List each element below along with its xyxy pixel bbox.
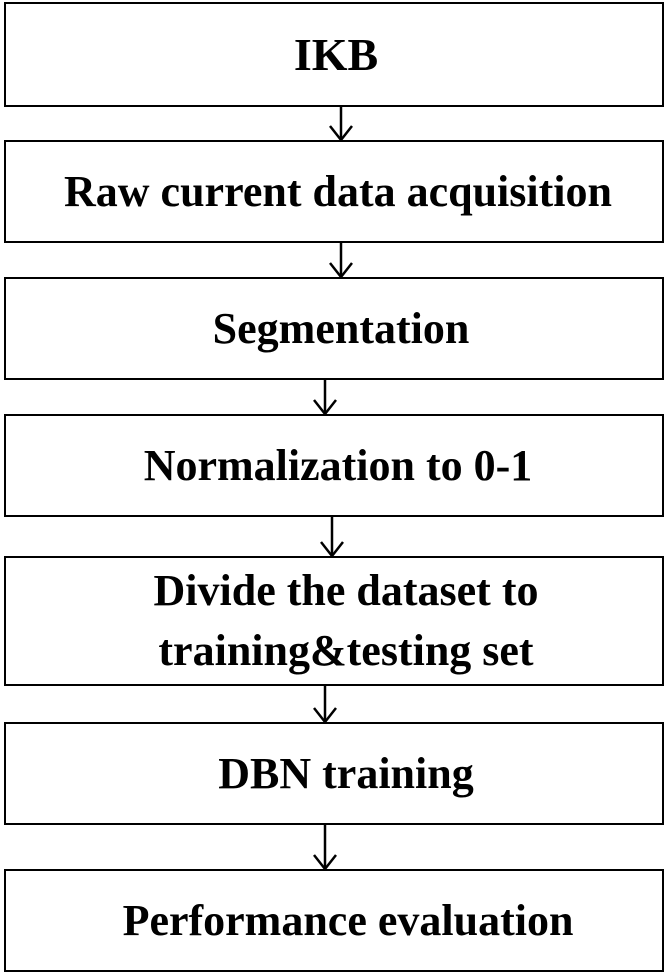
step-dbn-training-label: DBN training bbox=[218, 749, 474, 798]
arrow-3-to-4 bbox=[313, 380, 337, 417]
step-normalization-label: Normalization to 0-1 bbox=[143, 441, 533, 490]
step-ikb: IKB bbox=[4, 2, 664, 107]
step-divide-dataset: Divide the dataset to training&testing s… bbox=[4, 556, 664, 686]
step-divide-dataset-label-line-1: Divide the dataset to bbox=[153, 566, 539, 615]
step-raw-current-data-acquisition-label: Raw current data acquisition bbox=[64, 167, 612, 216]
step-dbn-training: DBN training bbox=[4, 722, 664, 825]
arrow-5-to-6 bbox=[313, 686, 337, 725]
step-normalization: Normalization to 0-1 bbox=[4, 414, 664, 517]
step-segmentation: Segmentation bbox=[4, 277, 664, 380]
step-segmentation-label: Segmentation bbox=[212, 304, 470, 353]
step-performance-evaluation-label: Performance evaluation bbox=[122, 896, 574, 945]
arrow-2-to-3 bbox=[329, 243, 353, 280]
arrow-6-to-7 bbox=[313, 825, 337, 872]
arrow-1-to-2 bbox=[329, 107, 353, 143]
step-raw-current-data-acquisition: Raw current data acquisition bbox=[4, 140, 664, 243]
step-ikb-label: IKB bbox=[293, 29, 379, 80]
arrow-4-to-5 bbox=[320, 517, 344, 559]
step-performance-evaluation: Performance evaluation bbox=[4, 869, 664, 972]
step-divide-dataset-label-line-2: training&testing set bbox=[158, 626, 534, 675]
